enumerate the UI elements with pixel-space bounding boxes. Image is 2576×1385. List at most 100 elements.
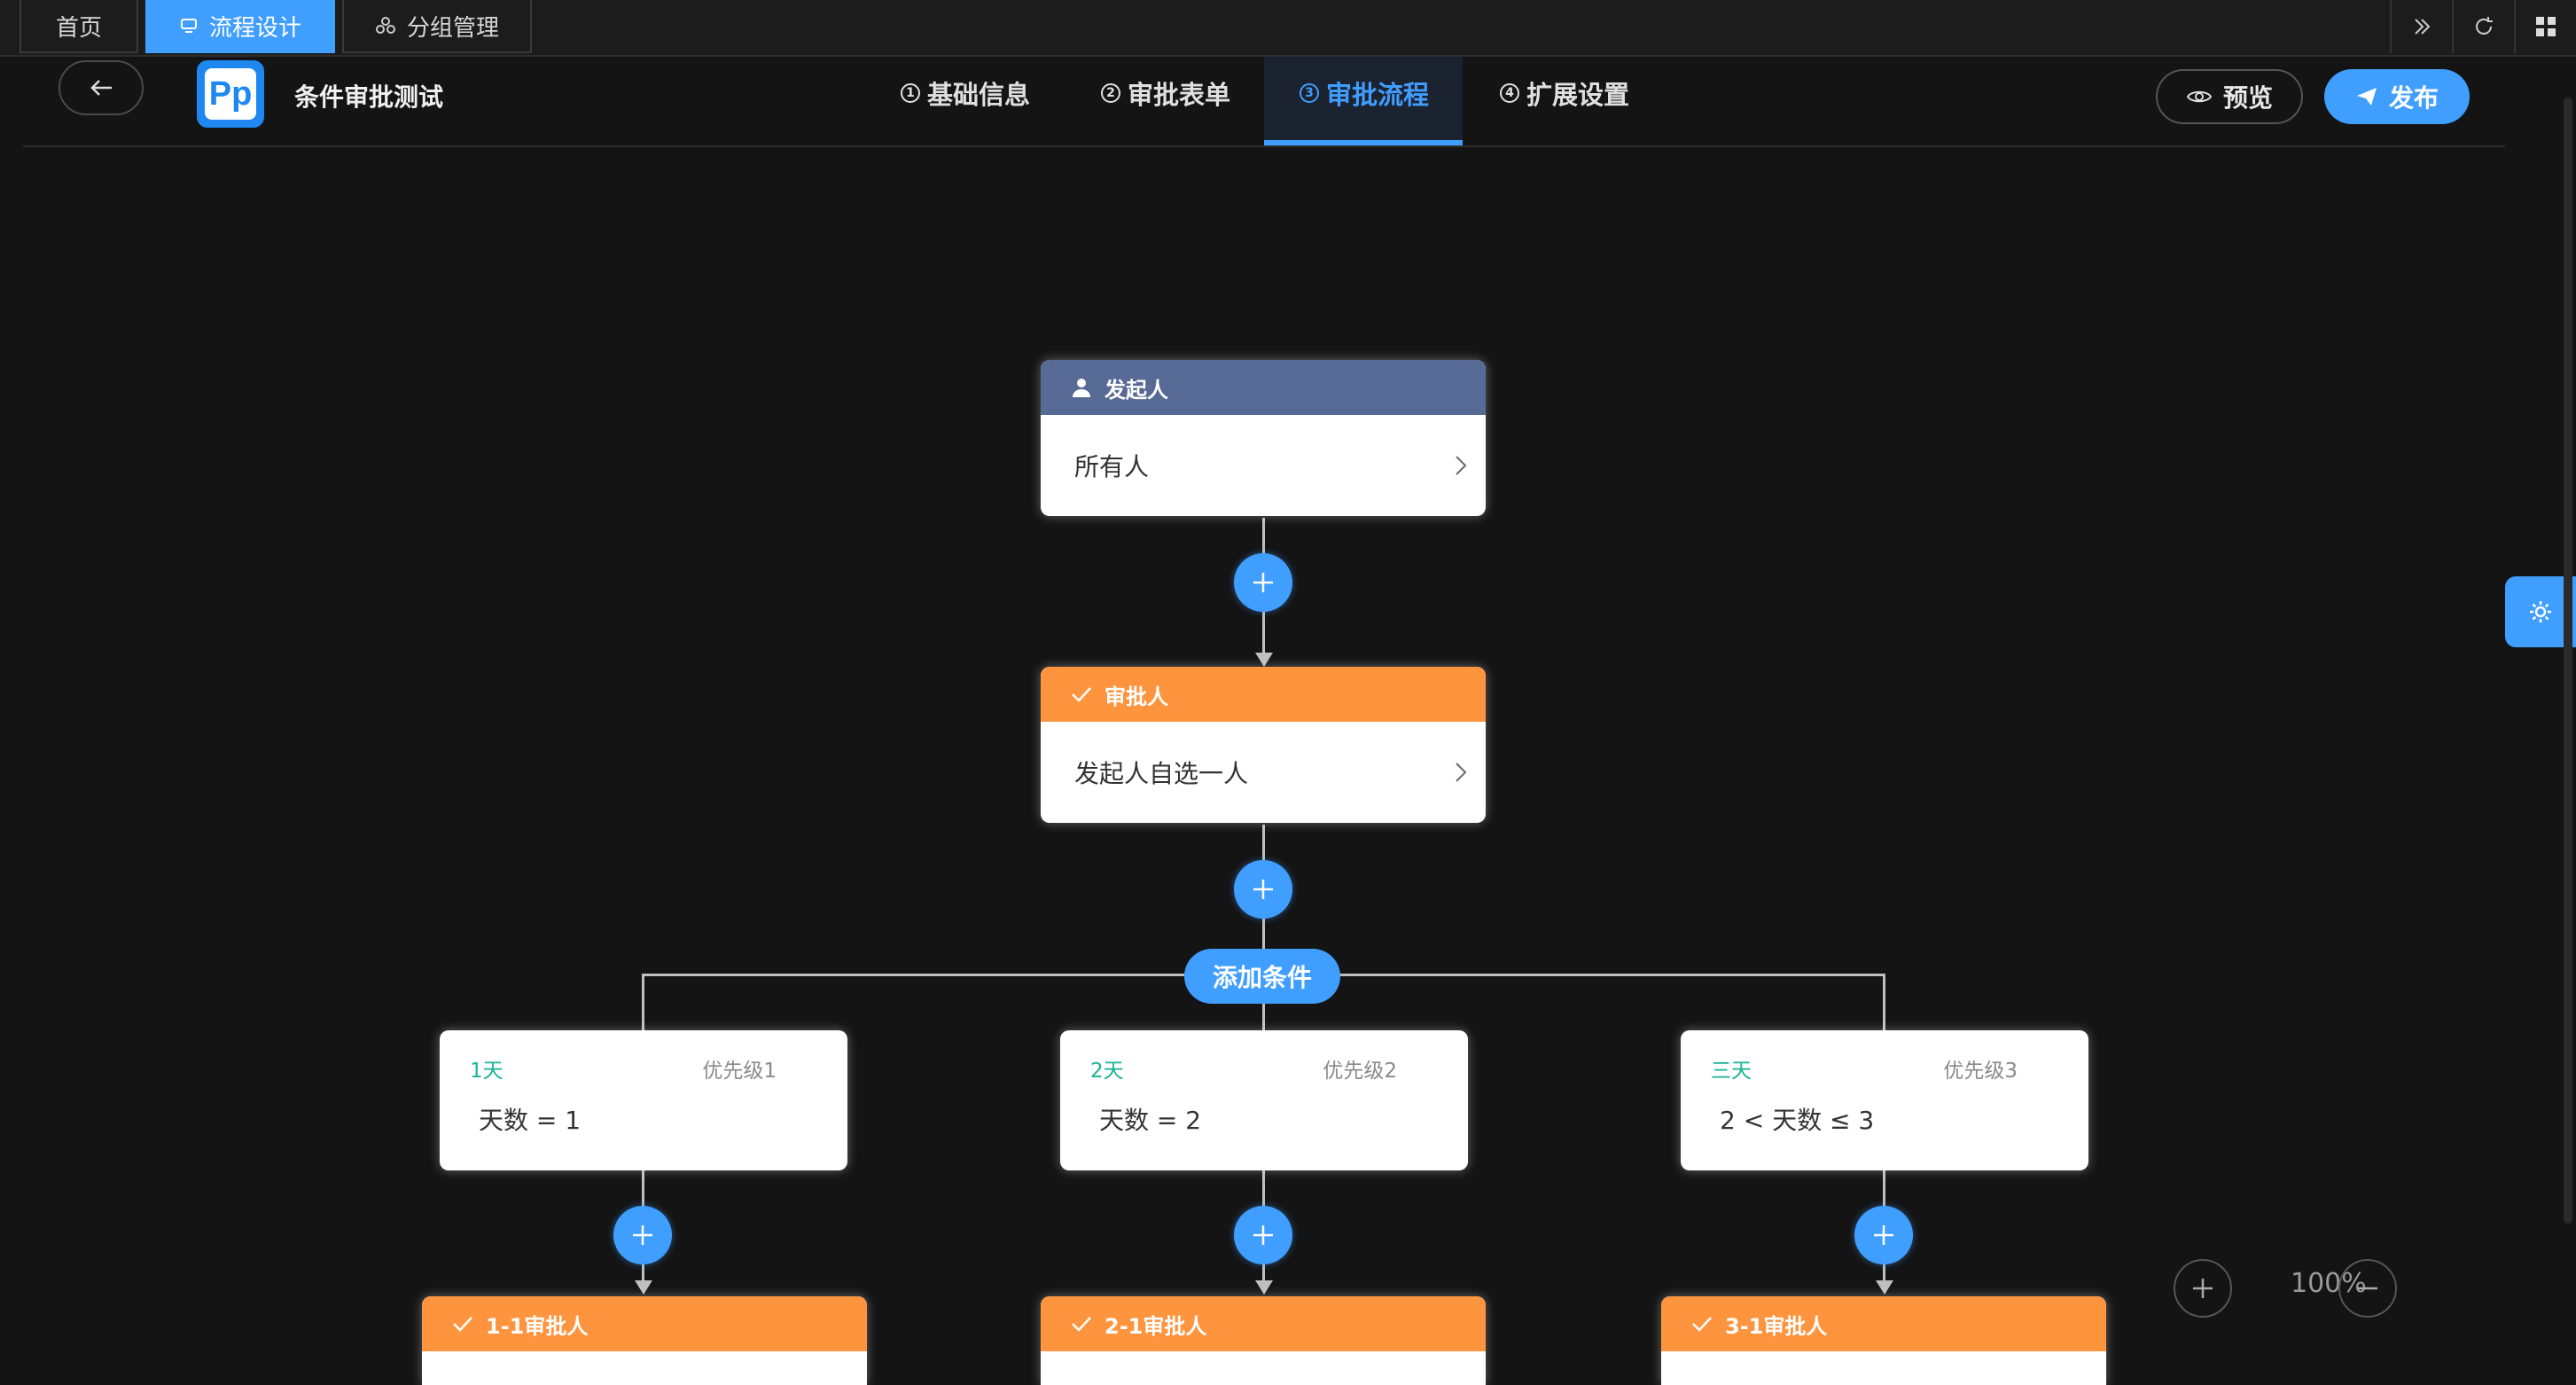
condition-expression: 2 < 天数 ≤ 3 bbox=[1720, 1106, 1875, 1135]
active-step-background bbox=[1264, 57, 1463, 145]
branch-approver-node[interactable]: 1-1审批人 bbox=[422, 1296, 867, 1385]
double-chevron-right-icon bbox=[2415, 19, 2431, 35]
plus-icon bbox=[1874, 1225, 1893, 1245]
connector-arrow bbox=[1876, 1280, 1893, 1295]
node-content: 所有人 bbox=[1074, 452, 1150, 481]
condition-name: 三天 bbox=[1711, 1060, 1752, 1083]
add-condition-button[interactable]: 添加条件 bbox=[1184, 949, 1340, 1004]
approver-node[interactable]: 审批人 发起人自选一人 bbox=[1041, 667, 1486, 823]
step-number: 2 bbox=[1101, 83, 1120, 103]
logo-mark: Pp bbox=[205, 68, 256, 120]
step-number: 3 bbox=[1300, 83, 1319, 103]
arrow-left-icon bbox=[90, 80, 112, 96]
plus-icon bbox=[1253, 1225, 1273, 1245]
refresh-button[interactable] bbox=[2452, 0, 2514, 53]
plus-icon bbox=[1253, 573, 1273, 592]
group-icon bbox=[375, 17, 395, 34]
tab-group-manage[interactable]: 分组管理 bbox=[342, 0, 532, 53]
add-node-button[interactable] bbox=[1854, 1206, 1913, 1264]
step-label: 基础信息 bbox=[927, 80, 1031, 110]
condition-node[interactable]: 2天 优先级2 天数 = 2 bbox=[1060, 1030, 1468, 1170]
add-node-button[interactable] bbox=[613, 1206, 672, 1264]
connector-arrow bbox=[1255, 653, 1273, 667]
plus-icon bbox=[1253, 880, 1273, 899]
more-tabs-button[interactable] bbox=[2390, 0, 2452, 53]
tab-bar bbox=[0, 0, 2576, 57]
node-title: 3-1审批人 bbox=[1725, 1313, 1828, 1339]
back-button[interactable] bbox=[59, 60, 144, 115]
connector-arrow bbox=[1255, 1280, 1273, 1295]
step-number: 1 bbox=[901, 83, 920, 103]
grid-icon bbox=[2536, 17, 2556, 36]
node-header: 1-1审批人 bbox=[422, 1296, 867, 1351]
condition-node[interactable]: 三天 优先级3 2 < 天数 ≤ 3 bbox=[1681, 1030, 2088, 1170]
tab-label: 首页 bbox=[55, 14, 102, 42]
connector-line bbox=[1262, 825, 1265, 1037]
tab-flow-design[interactable]: 流程设计 bbox=[145, 0, 335, 53]
node-content: 发起人自选一人 bbox=[1074, 759, 1249, 788]
header-divider bbox=[23, 145, 2505, 147]
add-node-button[interactable] bbox=[1234, 860, 1292, 919]
condition-priority: 优先级3 bbox=[1943, 1060, 2018, 1083]
chevron-right-icon bbox=[1456, 763, 1467, 782]
initiator-node[interactable]: 发起人 所有人 bbox=[1041, 360, 1486, 516]
active-step-underline bbox=[1264, 140, 1463, 145]
node-title: 1-1审批人 bbox=[486, 1313, 589, 1339]
app-logo: Pp bbox=[197, 60, 264, 128]
condition-name: 2天 bbox=[1090, 1060, 1124, 1083]
send-icon bbox=[2356, 88, 2377, 106]
check-icon bbox=[453, 1317, 472, 1332]
step-approval-form[interactable]: 2 审批表单 bbox=[1101, 74, 1230, 112]
condition-name: 1天 bbox=[470, 1060, 503, 1083]
gear-icon bbox=[2530, 601, 2551, 622]
add-node-button[interactable] bbox=[1234, 1206, 1292, 1264]
node-title: 审批人 bbox=[1105, 684, 1168, 709]
step-label: 审批流程 bbox=[1326, 80, 1430, 110]
scrollbar[interactable] bbox=[2564, 98, 2572, 1224]
zoom-out-button[interactable] bbox=[2338, 1259, 2397, 1318]
node-header: 3-1审批人 bbox=[1661, 1296, 2106, 1351]
node-title: 发起人 bbox=[1105, 377, 1168, 403]
step-approval-flow[interactable]: 3 审批流程 bbox=[1300, 74, 1429, 112]
tab-home[interactable]: 首页 bbox=[20, 0, 138, 53]
condition-priority: 优先级1 bbox=[702, 1060, 777, 1083]
branch-line bbox=[642, 974, 644, 1030]
add-node-button[interactable] bbox=[1234, 553, 1292, 612]
publish-button[interactable]: 发布 bbox=[2324, 69, 2470, 124]
check-icon bbox=[1692, 1317, 1712, 1332]
node-header: 发起人 bbox=[1041, 360, 1486, 415]
branch-approver-node[interactable]: 2-1审批人 bbox=[1041, 1296, 1486, 1385]
node-body: 所有人 bbox=[1041, 415, 1486, 516]
condition-expression: 天数 = 2 bbox=[1099, 1106, 1202, 1135]
plus-icon bbox=[633, 1225, 652, 1245]
preview-button[interactable]: 预览 bbox=[2156, 69, 2303, 124]
publish-label: 发布 bbox=[2388, 83, 2439, 113]
user-icon bbox=[1073, 379, 1090, 397]
eye-icon bbox=[2186, 90, 2213, 103]
step-label: 扩展设置 bbox=[1526, 80, 1630, 110]
step-label: 审批表单 bbox=[1128, 80, 1231, 110]
chevron-right-icon bbox=[1456, 456, 1467, 475]
zoom-in-button[interactable] bbox=[2174, 1259, 2232, 1318]
minus-icon bbox=[2358, 1287, 2377, 1290]
check-icon bbox=[1072, 1317, 1091, 1332]
step-basic-info[interactable]: 1 基础信息 bbox=[901, 74, 1030, 112]
condition-expression: 天数 = 1 bbox=[479, 1106, 582, 1135]
condition-node[interactable]: 1天 优先级1 天数 = 1 bbox=[440, 1030, 847, 1170]
connector-arrow bbox=[635, 1280, 652, 1295]
condition-priority: 优先级2 bbox=[1323, 1060, 1397, 1083]
check-icon bbox=[1072, 687, 1091, 702]
step-extension-settings[interactable]: 4 扩展设置 bbox=[1500, 74, 1629, 112]
branch-approver-node[interactable]: 3-1审批人 bbox=[1661, 1296, 2106, 1385]
node-header: 2-1审批人 bbox=[1041, 1296, 1486, 1351]
page-title: 条件审批测试 bbox=[294, 82, 444, 112]
preview-label: 预览 bbox=[2222, 83, 2273, 113]
flow-icon bbox=[180, 19, 197, 33]
branch-line bbox=[1883, 974, 1885, 1030]
tab-label: 流程设计 bbox=[208, 14, 301, 42]
step-number: 4 bbox=[1500, 83, 1519, 103]
apps-button[interactable] bbox=[2514, 0, 2576, 53]
node-title: 2-1审批人 bbox=[1105, 1313, 1207, 1339]
node-body: 发起人自选一人 bbox=[1041, 722, 1486, 823]
refresh-icon bbox=[2476, 17, 2493, 35]
